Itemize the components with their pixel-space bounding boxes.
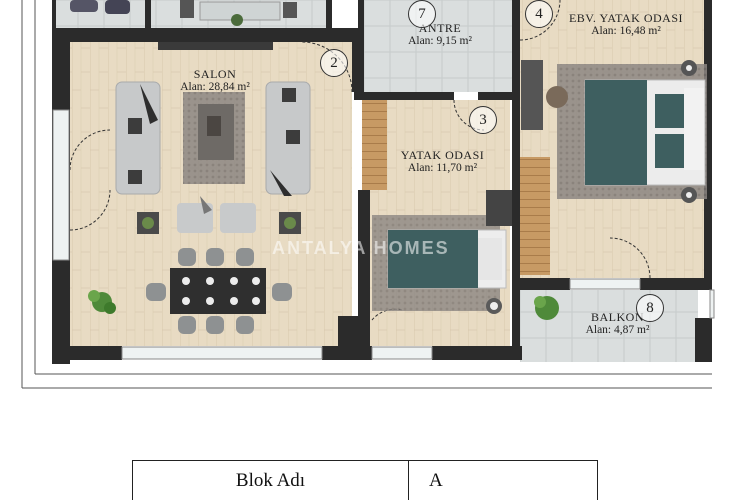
room-number-badge: 3 xyxy=(469,106,497,134)
windows xyxy=(52,109,715,360)
watermark: ANTALYA HOMES xyxy=(272,238,450,258)
ebv-furniture xyxy=(521,60,707,203)
room-label-antre: ANTRE Alan: 9,15 m² xyxy=(380,22,500,48)
stair-strip xyxy=(362,100,387,190)
room-area: Alan: 4,87 m² xyxy=(585,324,650,336)
salon-furniture xyxy=(88,42,311,334)
room-name: YATAK ODASI xyxy=(400,148,485,162)
room-area: Alan: 9,15 m² xyxy=(408,35,472,47)
room-name: EBV. YATAK ODASI xyxy=(568,11,684,25)
room-area: Alan: 11,70 m² xyxy=(407,162,478,174)
top-room-left xyxy=(55,0,328,28)
room-number-badge: 8 xyxy=(636,294,664,322)
balkon-plant xyxy=(534,296,559,320)
room-label-balkon: BALKON Alan: 4,87 m² xyxy=(560,311,675,337)
room-name: ANTRE xyxy=(418,21,462,35)
ebv-wardrobe xyxy=(520,157,550,275)
room-area: Alan: 28,84 m² xyxy=(180,81,250,93)
table-value-cell: A xyxy=(429,469,443,491)
room-label-salon: SALON Alan: 28,84 m² xyxy=(150,68,280,94)
room-label-ebv-yatak: EBV. YATAK ODASI Alan: 16,48 m² xyxy=(556,12,696,38)
room-name: BALKON xyxy=(591,310,644,324)
room-area: Alan: 16,48 m² xyxy=(591,25,661,37)
room-number-badge: 2 xyxy=(320,49,348,77)
info-table: Blok Adı A xyxy=(132,460,598,500)
room-name: SALON xyxy=(193,67,237,81)
yatak-furniture xyxy=(372,190,512,314)
room-number-badge: 7 xyxy=(408,0,436,28)
antre-floor xyxy=(364,0,512,92)
table-label-cell: Blok Adı xyxy=(133,461,409,500)
outer-frame xyxy=(21,0,712,389)
room-number-badge: 4 xyxy=(525,0,553,28)
room-label-yatak-odasi: YATAK ODASI Alan: 11,70 m² xyxy=(380,149,505,175)
